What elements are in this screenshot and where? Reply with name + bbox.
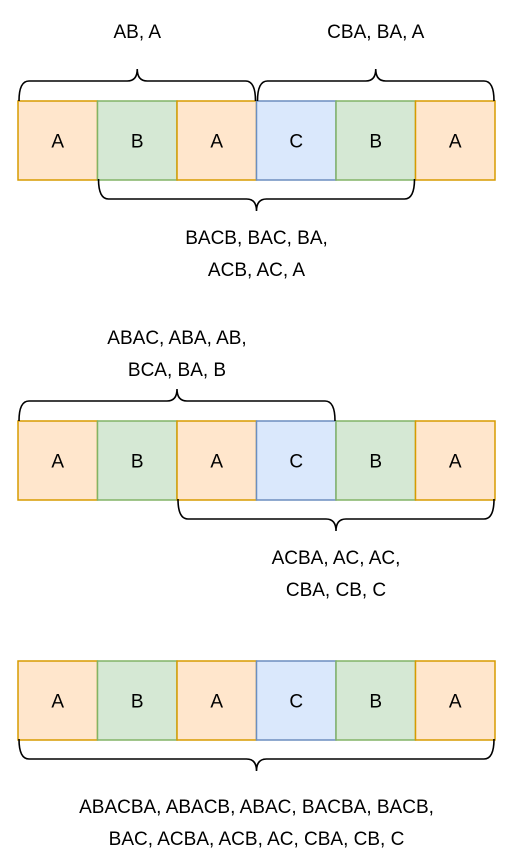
curly-brace bbox=[256, 68, 495, 102]
cell-letter: B bbox=[131, 452, 144, 473]
substring-label: ABACBA, ABACB, ABAC, BACBA, BACB, bbox=[79, 797, 434, 818]
cell-letter: C bbox=[289, 452, 303, 473]
cell-a: A bbox=[176, 100, 258, 181]
cell-b: B bbox=[335, 100, 417, 181]
cell-b: B bbox=[96, 660, 178, 741]
cell-box bbox=[17, 100, 99, 181]
cell-a: A bbox=[414, 660, 496, 741]
cell-box bbox=[17, 660, 99, 741]
cell-c: C bbox=[255, 100, 337, 181]
substring-label: BACB, BAC, BA, bbox=[185, 228, 328, 249]
curly-brace bbox=[18, 68, 257, 102]
substring-label: BCA, BA, B bbox=[128, 360, 226, 381]
substring-brace: AB, A bbox=[18, 22, 257, 102]
cell-box bbox=[414, 100, 496, 181]
cell-a: A bbox=[176, 660, 258, 741]
cell-letter: A bbox=[210, 692, 223, 713]
diagram-1: A B A C B A AB, A CBA, BA, A BACB, BAC, BA, ACB, … bbox=[17, 22, 496, 281]
cell-c: C bbox=[255, 420, 337, 501]
cell-box bbox=[96, 660, 178, 741]
substring-label: BAC, ACBA, ACB, AC, CBA, CB, C bbox=[109, 829, 405, 850]
cell-b: B bbox=[96, 100, 178, 181]
cell-letter: A bbox=[51, 692, 64, 713]
curly-brace bbox=[18, 738, 495, 772]
cell-box bbox=[96, 420, 178, 501]
cell-letter: A bbox=[51, 452, 64, 473]
cell-letter: B bbox=[369, 132, 382, 153]
cell-box bbox=[176, 420, 258, 501]
cell-letter: A bbox=[210, 452, 223, 473]
cell-a: A bbox=[414, 420, 496, 501]
substring-label: AB, A bbox=[113, 22, 161, 43]
curly-brace bbox=[18, 388, 336, 422]
substring-label: CBA, CB, C bbox=[286, 580, 386, 601]
cell-box bbox=[176, 100, 258, 181]
cell-box bbox=[17, 420, 99, 501]
cell-letter: A bbox=[51, 132, 64, 153]
cell-box bbox=[335, 100, 417, 181]
cell-letter: A bbox=[449, 692, 462, 713]
curly-brace bbox=[97, 178, 416, 212]
cell-letter: C bbox=[289, 132, 303, 153]
substring-label: ACBA, AC, AC, bbox=[272, 548, 401, 569]
cell-a: A bbox=[17, 100, 99, 181]
cell-box bbox=[414, 420, 496, 501]
substring-label: ACB, AC, A bbox=[208, 260, 305, 281]
cell-a: A bbox=[176, 420, 258, 501]
substring-brace: ACBA, AC, AC, CBA, CB, C bbox=[177, 498, 495, 601]
cell-letter: B bbox=[131, 692, 144, 713]
substring-label: CBA, BA, A bbox=[327, 22, 424, 43]
cell-box bbox=[255, 420, 337, 501]
substring-brace: BACB, BAC, BA, ACB, AC, A bbox=[97, 178, 416, 281]
cell-box bbox=[414, 660, 496, 741]
substring-label: ABAC, ABA, AB, bbox=[107, 328, 246, 349]
cell-letter: C bbox=[289, 692, 303, 713]
cell-a: A bbox=[17, 420, 99, 501]
diagram-3: A B A C B A ABACBA, ABACB, ABAC, BACBA, BACB, B… bbox=[17, 660, 496, 850]
cell-b: B bbox=[335, 660, 417, 741]
cell-b: B bbox=[96, 420, 178, 501]
cell-letter: A bbox=[449, 132, 462, 153]
cell-letter: B bbox=[369, 452, 382, 473]
cell-letter: B bbox=[369, 692, 382, 713]
cell-a: A bbox=[414, 100, 496, 181]
substring-brace: CBA, BA, A bbox=[256, 22, 495, 102]
cell-letter: B bbox=[131, 132, 144, 153]
substring-brace: ABACBA, ABACB, ABAC, BACBA, BACB, BAC, AC… bbox=[18, 738, 495, 850]
cell-box bbox=[335, 660, 417, 741]
cell-b: B bbox=[335, 420, 417, 501]
curly-brace bbox=[177, 498, 495, 532]
substring-brace: ABAC, ABA, AB, BCA, BA, B bbox=[18, 328, 336, 422]
cell-box bbox=[255, 660, 337, 741]
cell-letter: A bbox=[449, 452, 462, 473]
cell-box bbox=[96, 100, 178, 181]
cell-letter: A bbox=[210, 132, 223, 153]
cell-c: C bbox=[255, 660, 337, 741]
diagram-2: A B A C B A ABAC, ABA, AB, BCA, BA, B ACBA, AC, … bbox=[17, 328, 496, 601]
cell-a: A bbox=[17, 660, 99, 741]
